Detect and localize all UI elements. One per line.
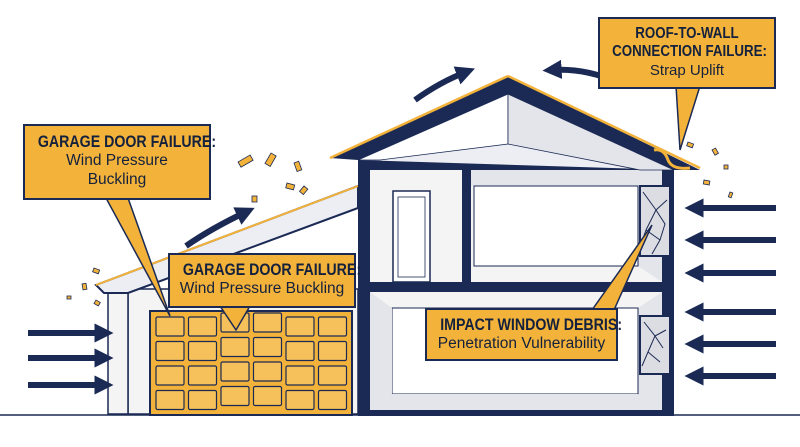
garage-door-panel	[285, 389, 315, 411]
garage-door-panel	[252, 361, 283, 382]
garage-door-panel	[155, 389, 185, 411]
impact-window-callout: IMPACT WINDOW DEBRIS: Penetration Vulner…	[425, 308, 623, 361]
callout-title-line2: CONNECTION FAILURE:	[612, 43, 767, 61]
garage-door-panel	[317, 389, 348, 411]
roof-edge-left	[329, 74, 509, 160]
uplift-arrow-icon	[184, 207, 255, 249]
cracked-glass-icon	[639, 315, 671, 375]
debris-fragment-icon	[702, 179, 711, 186]
garage-door-panel	[155, 340, 185, 362]
debris-fragment-icon	[66, 295, 72, 300]
garage-side-wall	[107, 288, 129, 415]
debris-fragment-icon	[93, 299, 101, 307]
callout-subtitle: Penetration Vulnerability	[437, 335, 606, 353]
interior-wall	[462, 170, 471, 282]
debris-fragment-icon	[237, 154, 254, 168]
room-lower-left	[370, 292, 392, 410]
garage-door-panel	[285, 316, 315, 337]
interior-door	[392, 190, 431, 283]
garage-door-panel	[187, 316, 218, 337]
garage-door-panel	[252, 312, 283, 333]
debris-fragment-icon	[81, 282, 88, 291]
debris-fragment-icon	[727, 191, 734, 199]
garage-door-callout-center: GARAGE DOOR FAILURE: Wind Pressure Buckl…	[168, 253, 362, 308]
garage-door-panel	[155, 365, 185, 386]
callout-subtitle: Wind Pressure Buckling	[179, 280, 345, 298]
room-upper	[471, 170, 662, 186]
room-upper-back	[473, 185, 639, 267]
callout-pointer	[675, 85, 702, 151]
debris-fragment-icon	[298, 185, 309, 196]
callout-title: GARAGE DOOR FAILURE:	[182, 261, 362, 279]
garage-door-panel	[285, 365, 315, 386]
debris-fragment-icon	[686, 141, 695, 149]
callout-title: GARAGE DOOR FAILURE:	[37, 133, 217, 151]
debris-fragment-icon	[251, 195, 258, 203]
debris-fragment-icon	[723, 164, 729, 170]
main-roof	[330, 76, 700, 170]
garage-door-panel	[155, 316, 185, 337]
callout-subtitle: Strap Uplift	[649, 61, 725, 79]
uplift-arrow-icon	[413, 66, 475, 103]
garage-door-panel	[220, 361, 250, 382]
garage-roof-edge	[95, 185, 359, 286]
room-lower-floor	[370, 394, 662, 410]
garage-door	[149, 310, 353, 416]
garage-door-panel	[317, 340, 348, 362]
garage-door-panel	[187, 389, 218, 411]
garage-door-panel	[220, 336, 250, 358]
callout-title-line1: ROOF-TO-WALL	[635, 25, 739, 42]
callout-subtitle: Wind Pressure Buckling	[66, 152, 168, 188]
floor-slab	[370, 282, 662, 292]
garage-door-panel	[285, 340, 315, 362]
garage-door-panel	[252, 336, 283, 358]
garage-door-panel	[220, 385, 250, 407]
roof-connection-callout: ROOF-TO-WALL CONNECTION FAILURE: Strap U…	[598, 17, 776, 89]
garage-door-callout-left: GARAGE DOOR FAILURE: Wind Pressure Buckl…	[23, 124, 217, 200]
cracked-glass-icon	[639, 185, 671, 257]
garage-door-panel	[187, 340, 218, 362]
garage-door-panel	[317, 365, 348, 386]
debris-fragment-icon	[293, 160, 303, 172]
garage-door-panel	[187, 365, 218, 386]
callout-title: IMPACT WINDOW DEBRIS:	[440, 316, 623, 334]
strap-uplift-icon	[653, 148, 691, 170]
debris-fragment-icon	[264, 152, 277, 167]
garage-door-panel	[252, 385, 283, 407]
debris-fragment-icon	[92, 267, 101, 275]
garage-door-panel	[317, 316, 348, 337]
debris-fragment-icon	[711, 147, 720, 156]
roof-edge-right	[507, 74, 701, 170]
roof-attic-right	[507, 93, 675, 171]
debris-fragment-icon	[285, 182, 296, 191]
